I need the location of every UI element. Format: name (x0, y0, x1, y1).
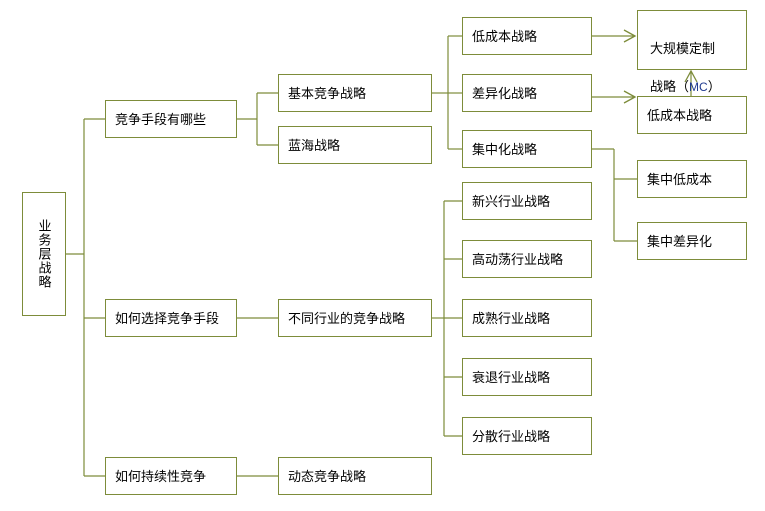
mc-token: MC (689, 80, 708, 94)
arrowhead-diff-to-lowcost2 (623, 90, 637, 104)
node-label: 低成本战略 (647, 107, 713, 123)
node-dynamic-competition-strategy[interactable]: 动态竞争战略 (278, 457, 432, 495)
node-industry-competitive-strategy[interactable]: 不同行业的竞争战略 (278, 299, 432, 337)
node-focus-differentiation[interactable]: 集中差异化 (637, 222, 747, 260)
node-fragmented-industry-strategy[interactable]: 分散行业战略 (462, 417, 592, 455)
node-label: 衰退行业战略 (472, 369, 551, 385)
node-mass-customization-strategy[interactable]: 大规模定制 战略（MC） (637, 10, 747, 94)
node-blue-ocean-strategy[interactable]: 蓝海战略 (278, 126, 432, 164)
node-label: 差异化战略 (472, 85, 538, 101)
node-label: 如何选择竞争手段 (115, 310, 220, 326)
node-label: 不同行业的竞争战略 (288, 310, 406, 326)
node-focus-strategy[interactable]: 集中化战略 (462, 130, 592, 168)
node-branch-competitive-means[interactable]: 竞争手段有哪些 (105, 100, 237, 138)
node-label: 低成本战略 (472, 28, 538, 44)
node-label: 集中低成本 (647, 171, 713, 187)
node-label: 如何持续性竞争 (115, 468, 207, 484)
node-label: 高动荡行业战略 (472, 251, 564, 267)
node-low-cost-strategy[interactable]: 低成本战略 (462, 17, 592, 55)
node-turbulent-industry-strategy[interactable]: 高动荡行业战略 (462, 240, 592, 278)
node-branch-sustained-competition[interactable]: 如何持续性竞争 (105, 457, 237, 495)
node-differentiation-strategy[interactable]: 差异化战略 (462, 74, 592, 112)
node-label: 集中化战略 (472, 141, 538, 157)
node-label: 动态竞争战略 (288, 468, 367, 484)
node-label: 成熟行业战略 (472, 310, 551, 326)
node-root-label: 业务层战略 (36, 219, 52, 289)
node-low-cost-outcome[interactable]: 低成本战略 (637, 96, 747, 134)
node-label-line1: 大规模定制 (650, 41, 716, 56)
node-emerging-industry-strategy[interactable]: 新兴行业战略 (462, 182, 592, 220)
node-label: 新兴行业战略 (472, 193, 551, 209)
node-label: 竞争手段有哪些 (115, 111, 207, 127)
node-label: 蓝海战略 (288, 137, 341, 153)
arrowhead-lowcost-to-mc (623, 29, 637, 43)
arrowhead-lowcost2-to-mc (684, 69, 698, 83)
mc-prefix: 战略（ (650, 79, 690, 94)
node-declining-industry-strategy[interactable]: 衰退行业战略 (462, 358, 592, 396)
node-mature-industry-strategy[interactable]: 成熟行业战略 (462, 299, 592, 337)
node-label: 基本竞争战略 (288, 85, 367, 101)
node-focus-low-cost[interactable]: 集中低成本 (637, 160, 747, 198)
node-label: 分散行业战略 (472, 428, 551, 444)
mc-suffix: ） (707, 79, 721, 94)
node-label: 集中差异化 (647, 233, 713, 249)
node-label-line2: 战略（MC） (650, 77, 746, 97)
node-basic-competitive-strategy[interactable]: 基本竞争战略 (278, 74, 432, 112)
node-root[interactable]: 业务层战略 (22, 192, 66, 316)
node-branch-how-to-choose[interactable]: 如何选择竞争手段 (105, 299, 237, 337)
